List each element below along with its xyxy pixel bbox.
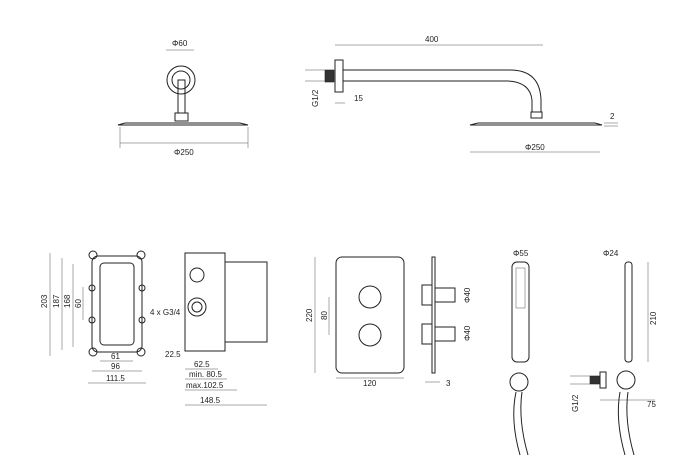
dim-3: 3 (446, 379, 451, 388)
dim-head-thickness: 2 (610, 112, 615, 121)
dim-handle-diameter: Φ24 (603, 249, 619, 258)
dim-62-5: 62.5 (194, 360, 210, 369)
thermostat-plate-view: 220 80 120 Φ40 Φ40 3 (305, 256, 472, 388)
dim-head-diameter: Φ250 (525, 143, 545, 152)
dim-80: 80 (320, 311, 329, 320)
dim-knob1: Φ40 (463, 287, 472, 303)
dim-flange: 15 (354, 94, 363, 103)
dim-arm-length: 400 (425, 35, 439, 44)
dim-111-5: 111.5 (106, 374, 125, 383)
dim-head-diameter: Φ250 (174, 148, 194, 157)
dim-max-102-5: max.102.5 (186, 381, 224, 390)
dim-210: 210 (649, 311, 658, 325)
dim-187: 187 (52, 294, 61, 308)
dim-arm-diameter: Φ60 (172, 39, 188, 48)
shower-head-side-view: 400 G1/2 15 2 Φ250 (305, 35, 618, 153)
dim-min-80-5: min. 80.5 (189, 370, 222, 379)
dim-168: 168 (63, 294, 72, 308)
dim-thread: G1/2 (571, 394, 580, 412)
dim-96: 96 (111, 362, 120, 371)
mounting-box-side-view: 4 x G3/4 22.5 62.5 min. 80.5 max.102.5 1… (150, 252, 268, 406)
dim-61: 61 (111, 352, 120, 361)
shower-head-front-view: Φ60 Φ250 (117, 39, 249, 157)
dim-thread: G1/2 (311, 89, 320, 107)
dim-knob2: Φ40 (463, 325, 472, 341)
dim-head-diameter: Φ55 (513, 249, 529, 258)
dim-120: 120 (363, 379, 377, 388)
dim-220: 220 (305, 308, 314, 322)
hand-shower-view: Φ55 Φ24 210 G1/2 75 (509, 249, 658, 456)
dim-75: 75 (647, 400, 656, 409)
dim-148-5: 148.5 (200, 396, 221, 405)
dim-connections: 4 x G3/4 (150, 308, 181, 317)
dim-22-5: 22.5 (165, 350, 181, 359)
mounting-box-front-view: 203 187 168 60 61 96 111.5 (40, 250, 146, 384)
dim-60: 60 (74, 299, 83, 308)
dim-203: 203 (40, 294, 49, 308)
